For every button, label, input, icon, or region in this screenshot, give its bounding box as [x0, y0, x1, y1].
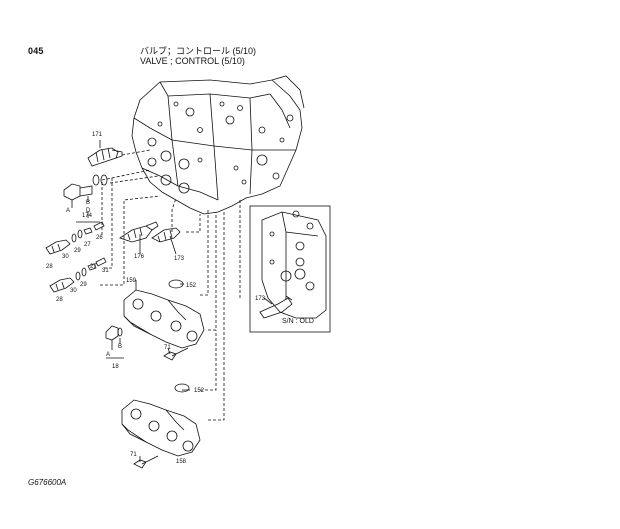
part-158-flange: [121, 399, 201, 457]
label-B-lower: B: [118, 344, 122, 350]
part-28-lower: [49, 257, 107, 293]
title-english: VALVE ; CONTROL (5/10): [140, 56, 245, 66]
label-A-lower: A: [106, 352, 110, 358]
label-174: 174: [82, 213, 93, 219]
label-28-upper: 28: [46, 264, 53, 270]
page-header: 045 バルブ；コントロール (5/10) VALVE ; CONTROL (5…: [0, 0, 620, 70]
label-B-upper: B: [86, 200, 90, 206]
label-159: 159: [126, 278, 137, 284]
label-71-lower: 71: [130, 452, 137, 458]
label-27-upper: 27: [84, 242, 91, 248]
drawing-code: G676600A: [28, 478, 67, 487]
label-27-lower: 27: [90, 264, 97, 270]
label-152-lower: 152: [194, 388, 205, 394]
part-174-plug: [63, 174, 108, 223]
label-18: 18: [112, 364, 119, 370]
inset-old-serial: [249, 205, 331, 333]
valve-body-illustration: [131, 75, 305, 215]
title-japanese: バルブ；コントロール (5/10): [140, 46, 257, 56]
label-A-upper: A: [66, 208, 70, 214]
label-173: 173: [174, 256, 185, 262]
page-number: 045: [28, 46, 44, 56]
part-71-bolt-upper: [163, 347, 189, 361]
label-71-upper: 71: [164, 345, 171, 351]
label-29-upper: 29: [74, 248, 81, 254]
leader-lines: [100, 149, 241, 421]
label-29-lower: 29: [80, 282, 87, 288]
part-171-cartridge: [87, 147, 123, 167]
label-30-upper: 30: [62, 254, 69, 260]
label-158: 158: [176, 459, 187, 465]
label-D: D: [86, 208, 91, 214]
part-159-flange: [123, 279, 205, 349]
part-labels: 171 174 A B D 26 27 28 30 29 176 173 27 …: [46, 132, 314, 465]
label-171: 171: [92, 132, 103, 138]
label-31: 31: [102, 268, 109, 274]
label-176: 176: [134, 254, 145, 260]
label-30-lower: 30: [70, 288, 77, 294]
part-173-cartridge: [151, 227, 181, 243]
label-leaders: [99, 140, 273, 462]
part-152-oring-lower: [174, 383, 190, 393]
part-176-cartridge: [119, 221, 159, 243]
part-18-plug: [105, 325, 124, 359]
label-26: 26: [96, 235, 103, 241]
part-28-upper: [45, 221, 105, 255]
inset-serial-label: S/N : OLD: [282, 318, 314, 325]
label-152-upper: 152: [186, 283, 197, 289]
part-71-bolt-lower: [133, 455, 159, 469]
label-28-lower: 28: [56, 297, 63, 303]
inset-label-173: 173: [255, 296, 266, 302]
